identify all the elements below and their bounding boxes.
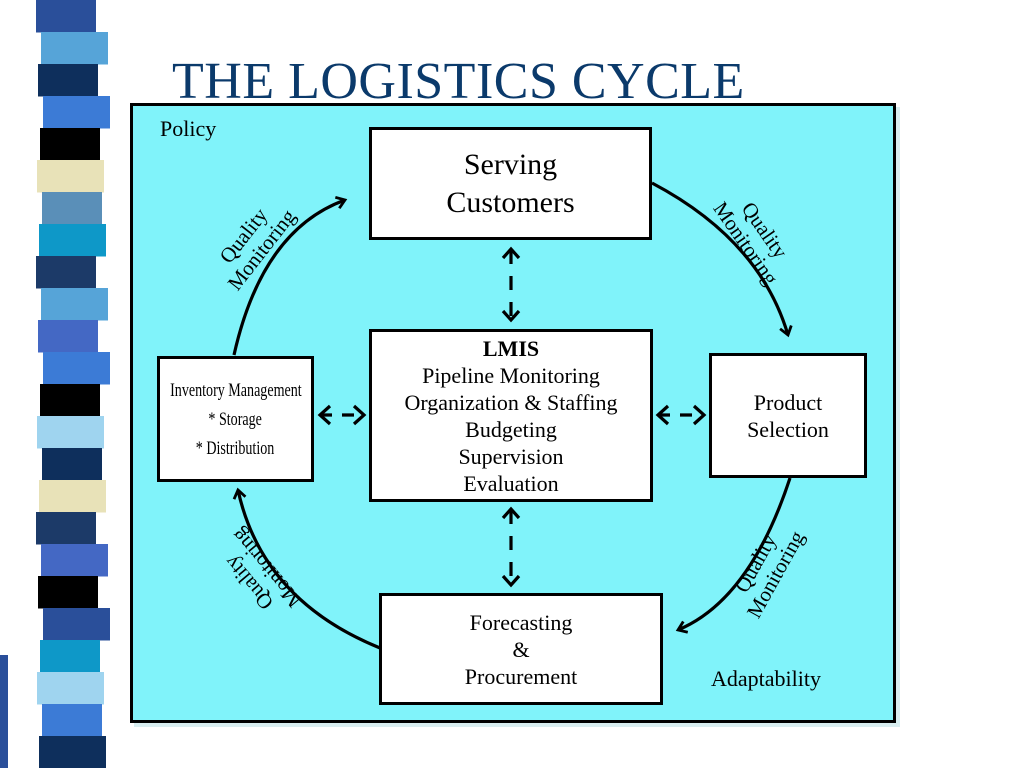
stripe-band	[43, 96, 110, 129]
lmis-item: Budgeting	[465, 416, 557, 442]
forecasting-procurement-box: Forecasting & Procurement	[379, 593, 663, 705]
policy-label: Policy	[160, 116, 217, 141]
serving-line-1: Serving	[463, 147, 558, 181]
stripe-band	[36, 0, 96, 33]
cycle-arc-top-right	[651, 181, 793, 338]
stripe-band	[37, 160, 104, 193]
stripe-band	[42, 192, 102, 225]
cycle-arc-bottom-right	[675, 477, 792, 634]
stripe-band	[43, 608, 110, 641]
product-line-2: Selection	[747, 416, 829, 442]
stripe-band	[41, 544, 108, 577]
lmis-item: Pipeline Monitoring	[422, 362, 600, 388]
lmis-item: Supervision	[458, 443, 564, 469]
inventory-line-3: * Distribution	[196, 437, 275, 459]
stripe-band	[39, 736, 106, 768]
stripe-band	[39, 224, 106, 257]
stripe-band	[37, 416, 104, 449]
forecast-line-1: Forecasting	[469, 609, 573, 635]
stripe-band	[41, 288, 108, 321]
forecast-line-2: &	[512, 636, 530, 662]
stripe-band	[42, 448, 102, 481]
stripe-band	[40, 640, 100, 673]
stripe-band	[41, 32, 108, 65]
lmis-heading: LMIS	[482, 335, 540, 361]
stripe-band	[42, 704, 102, 737]
inventory-management-box: Inventory Management * Storage * Distrib…	[157, 356, 314, 482]
product-selection-box: Product Selection	[709, 353, 867, 478]
stripe-band	[37, 672, 104, 705]
serving-customers-box: Serving Customers	[369, 127, 652, 240]
cycle-arc-bottom-left	[232, 487, 381, 650]
stripe-band	[38, 64, 98, 97]
adaptability-label: Adaptability	[711, 666, 821, 691]
lmis-item: Evaluation	[463, 470, 559, 496]
product-line-1: Product	[753, 389, 823, 415]
serving-line-2: Customers	[446, 185, 575, 219]
inventory-line-1: Inventory Management	[169, 379, 302, 401]
stripe-band	[36, 512, 96, 545]
stripe-accent	[0, 655, 8, 768]
cycle-arc-top-left	[232, 195, 348, 356]
stripe-band	[38, 320, 98, 353]
inventory-line-2: * Storage	[208, 408, 263, 430]
stripe-band	[36, 256, 96, 289]
stripe-band	[39, 480, 106, 513]
page-title: THE LOGISTICS CYCLE	[172, 53, 745, 110]
forecast-line-3: Procurement	[464, 663, 578, 689]
stripe-band	[38, 576, 98, 609]
stripe-band	[43, 352, 110, 385]
lmis-box: LMIS Pipeline Monitoring Organization & …	[369, 329, 653, 502]
lmis-item: Organization & Staffing	[404, 389, 618, 415]
stripe-band	[40, 128, 100, 161]
stripe-band	[40, 384, 100, 417]
decorative-stripe	[0, 0, 118, 768]
